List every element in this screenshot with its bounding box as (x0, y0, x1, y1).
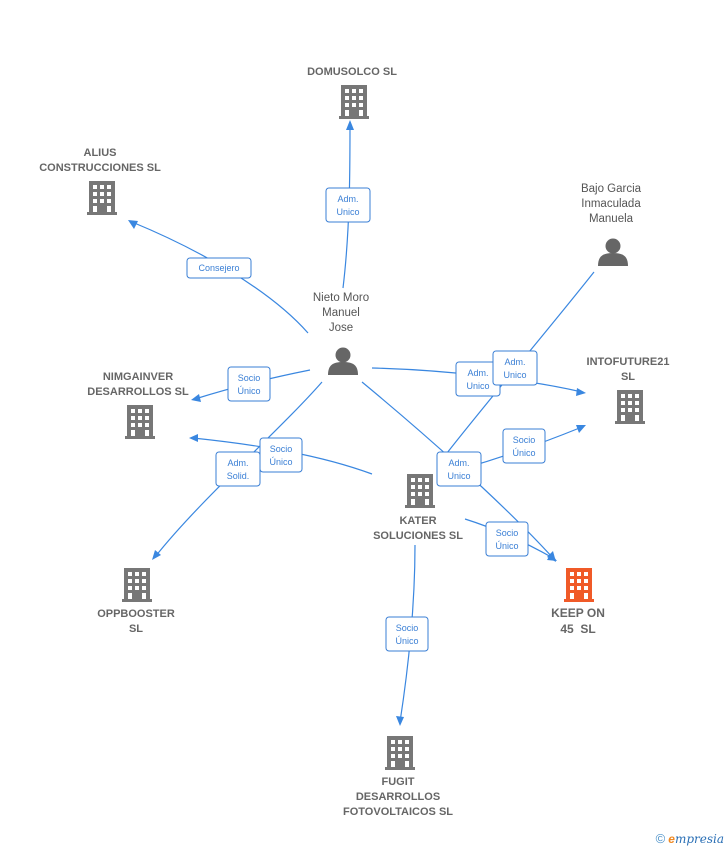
svg-text:Único: Único (237, 386, 260, 396)
copyright-icon: © (655, 831, 666, 846)
svg-text:Socio: Socio (496, 528, 519, 538)
edge-label-kater-fugit[interactable]: Socio Único (385, 616, 429, 652)
node-label: KATER (399, 515, 436, 527)
edge-label-kater-nimgainver[interactable]: Socio Único (259, 437, 303, 473)
person-icon (598, 238, 628, 266)
building-icon (385, 736, 415, 770)
node-alius[interactable]: ALIUS CONSTRUCCIONES SL (39, 147, 161, 215)
svg-text:Unico: Unico (503, 370, 526, 380)
svg-text:Único: Único (495, 541, 518, 551)
edge-label-nieto-intofuture[interactable]: Adm. Unico (455, 361, 501, 397)
watermark: ©empresia (656, 831, 724, 846)
node-label: DOMUSOLCO SL (307, 66, 397, 78)
node-fugit[interactable]: FUGIT DESARROLLOS FOTOVOLTAICOS SL (343, 736, 453, 818)
node-label: Bajo Garcia (581, 183, 642, 195)
edge-label-nieto-keepon[interactable]: Adm. Unico (436, 451, 482, 487)
node-kater[interactable]: KATER SOLUCIONES SL (373, 474, 463, 542)
svg-text:Adm.: Adm. (504, 357, 525, 367)
node-label: DESARROLLOS (356, 791, 440, 803)
node-label: OPPBOOSTER (97, 608, 175, 620)
building-icon (339, 85, 369, 119)
svg-text:Adm.: Adm. (337, 194, 358, 204)
node-label: NIMGAINVER (103, 371, 173, 383)
node-label: SL (621, 371, 635, 383)
node-oppbooster[interactable]: OPPBOOSTER SL (97, 568, 175, 635)
edge-label-bajo-keepon[interactable]: Adm. Unico (492, 350, 538, 386)
node-label: Manuela (589, 213, 634, 225)
building-icon (615, 390, 645, 424)
svg-text:Único: Único (512, 448, 535, 458)
svg-text:Único: Único (395, 636, 418, 646)
brand-name: mpresia (674, 832, 724, 846)
node-nimgainver[interactable]: NIMGAINVER DESARROLLOS SL (87, 371, 189, 439)
svg-text:Único: Único (269, 457, 292, 467)
svg-text:Adm.: Adm. (448, 458, 469, 468)
node-label: CONSTRUCCIONES SL (39, 162, 161, 174)
node-label: Inmaculada (581, 198, 641, 210)
node-label: ALIUS (84, 147, 117, 159)
edge-label-nieto-domusolco[interactable]: Adm. Unico (325, 187, 371, 223)
node-label: INTOFUTURE21 (587, 356, 670, 368)
svg-text:Socio: Socio (270, 444, 293, 454)
node-label: SOLUCIONES SL (373, 530, 463, 542)
svg-text:Solid.: Solid. (227, 471, 250, 481)
building-icon (564, 568, 594, 602)
svg-text:Socio: Socio (513, 435, 536, 445)
nodes: DOMUSOLCO SL ALIUS CONSTRUCCIONES SL Baj… (39, 66, 669, 818)
node-label: Nieto Moro (313, 292, 369, 304)
node-intofuture[interactable]: INTOFUTURE21 SL (587, 356, 670, 424)
svg-text:Unico: Unico (466, 381, 489, 391)
svg-text:Socio: Socio (238, 373, 261, 383)
svg-text:Unico: Unico (447, 471, 470, 481)
node-label: SL (129, 623, 143, 635)
edge-labels: Adm. Unico Consejero Socio Único Adm. So… (186, 187, 546, 652)
node-label: KEEP ON (551, 606, 605, 620)
node-label: FUGIT (382, 776, 415, 788)
node-label: Manuel (322, 307, 360, 319)
building-icon (122, 568, 152, 602)
building-icon (87, 181, 117, 215)
edge-label-nieto-oppbooster[interactable]: Adm. Solid. (215, 451, 261, 487)
svg-text:Adm.: Adm. (227, 458, 248, 468)
svg-text:Unico: Unico (336, 207, 359, 217)
person-icon (328, 347, 358, 375)
node-bajo[interactable]: Bajo Garcia Inmaculada Manuela (581, 183, 642, 266)
building-icon (125, 405, 155, 439)
svg-text:Socio: Socio (396, 623, 419, 633)
node-label: DESARROLLOS SL (87, 386, 189, 398)
building-icon (405, 474, 435, 508)
edge-label-nieto-nimgainver[interactable]: Socio Único (227, 366, 271, 402)
edge-label-kater-intofuture[interactable]: Socio Único (502, 428, 546, 464)
node-label: 45 SL (560, 622, 595, 636)
node-keepon[interactable]: KEEP ON 45 SL (551, 568, 605, 636)
node-label: Jose (329, 322, 353, 334)
svg-text:Consejero: Consejero (198, 263, 239, 273)
brand-initial: e (668, 832, 675, 846)
svg-text:Adm.: Adm. (467, 368, 488, 378)
edge-label-nieto-alius[interactable]: Consejero (186, 257, 252, 279)
node-domusolco[interactable]: DOMUSOLCO SL (307, 66, 397, 119)
node-label: FOTOVOLTAICOS SL (343, 806, 453, 818)
edge-label-kater-keepon[interactable]: Socio Único (485, 521, 529, 557)
node-nieto[interactable]: Nieto Moro Manuel Jose (313, 292, 369, 375)
